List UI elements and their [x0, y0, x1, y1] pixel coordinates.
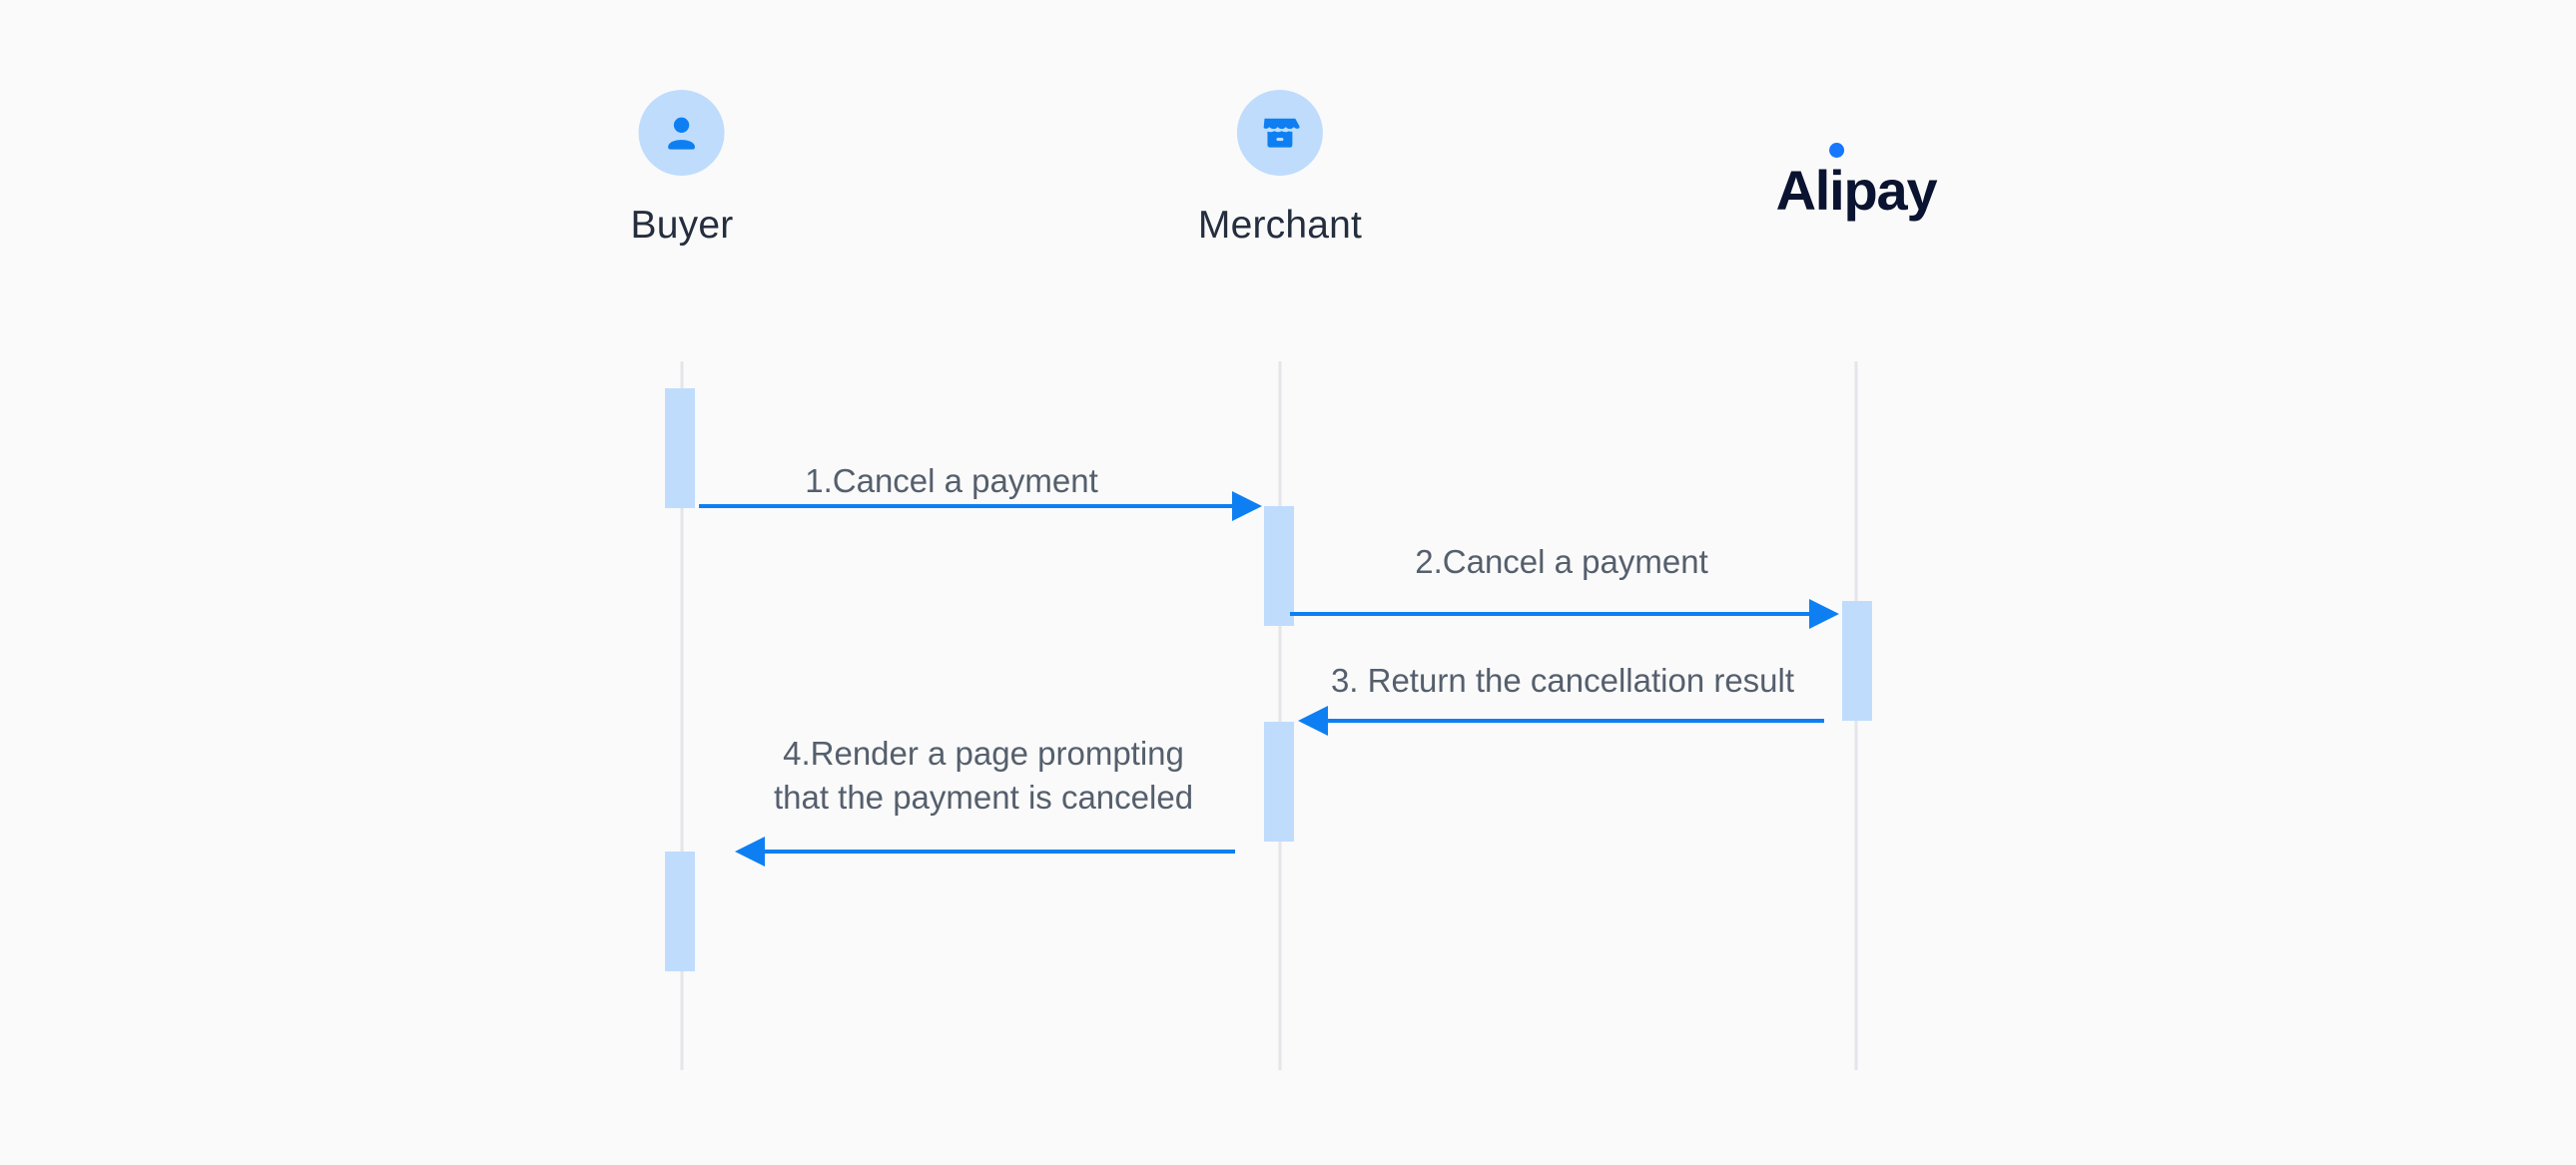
lifeline-buyer — [680, 361, 684, 1070]
activation-merchant-1 — [1264, 506, 1294, 626]
message-line-3 — [1328, 719, 1824, 723]
message-label-1: 1.Cancel a payment — [805, 462, 1098, 499]
activation-merchant-2 — [1264, 722, 1294, 842]
lifeline-merchant — [1278, 361, 1282, 1070]
participant-label-buyer: Buyer — [630, 204, 734, 247]
message-arrowhead-4 — [735, 837, 765, 867]
message-line-2 — [1290, 612, 1809, 616]
activation-alipay-1 — [1842, 601, 1872, 721]
message-label-4: 4.Render a page prompting that the payme… — [773, 735, 1194, 816]
activation-buyer-1 — [665, 388, 695, 508]
message-arrowhead-3 — [1298, 706, 1328, 736]
buyer-avatar — [638, 90, 725, 176]
alipay-logo-text-i: i — [1829, 159, 1845, 222]
message-line-4 — [765, 850, 1235, 854]
alipay-logo-text-b: pay — [1843, 159, 1938, 222]
message-arrowhead-2 — [1809, 599, 1839, 629]
message-arrowhead-1 — [1232, 491, 1262, 521]
participant-label-merchant: Merchant — [1197, 204, 1363, 247]
storefront-icon — [1263, 118, 1300, 148]
message-label-3: 3. Return the cancellation result — [1330, 662, 1795, 699]
participant-buyer[interactable]: Buyer — [631, 90, 734, 245]
alipay-logo-text-a: Al — [1775, 159, 1831, 222]
participant-merchant[interactable]: Merchant — [1198, 90, 1362, 245]
merchant-avatar — [1236, 90, 1323, 176]
message-label-2: 2.Cancel a payment — [1415, 543, 1708, 580]
person-icon — [668, 117, 696, 150]
activation-buyer-2 — [665, 852, 695, 971]
message-line-1 — [699, 504, 1232, 508]
